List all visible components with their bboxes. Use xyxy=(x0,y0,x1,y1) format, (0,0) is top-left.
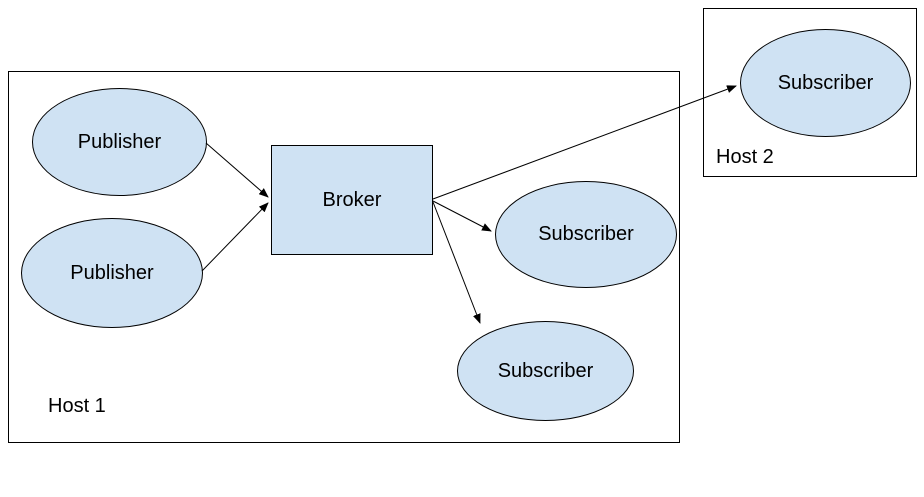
broker-node: Broker xyxy=(271,145,433,255)
subscriber3-label: Subscriber xyxy=(777,71,874,94)
subscriber2-label: Subscriber xyxy=(497,359,594,382)
publisher1-node: Publisher xyxy=(32,88,207,196)
broker-label: Broker xyxy=(322,188,382,211)
host1-box: Host 1 xyxy=(8,71,680,443)
publisher2-label: Publisher xyxy=(70,261,154,284)
publisher1-label: Publisher xyxy=(77,130,162,153)
publisher2-node: Publisher xyxy=(21,218,203,328)
subscriber1-label: Subscriber xyxy=(538,223,634,245)
host1-label: Host 1 xyxy=(48,395,106,417)
subscriber2-node: Subscriber xyxy=(457,321,634,421)
subscriber1-node: Subscriber xyxy=(495,181,677,288)
subscriber3-node: Subscriber xyxy=(740,29,911,137)
host2-label: Host 2 xyxy=(716,146,774,168)
